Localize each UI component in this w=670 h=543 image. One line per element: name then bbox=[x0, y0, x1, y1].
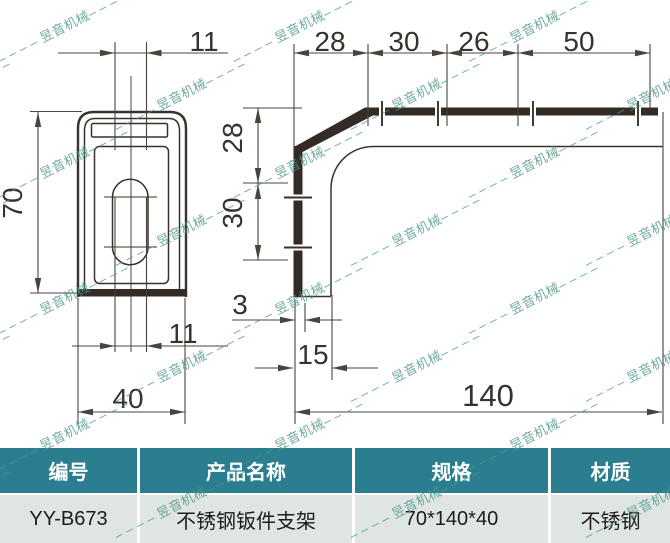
dim-side-seg-28: 28 bbox=[314, 26, 345, 57]
spec-table-header-row: 编号 产品名称 规格 材质 bbox=[0, 448, 670, 493]
dim-front-slot-top: 11 bbox=[189, 26, 218, 57]
value-material: 不锈钢 bbox=[551, 495, 670, 543]
spec-table-value-row: YY-B673 不锈钢钣件支架 70*140*40 不锈钢 bbox=[0, 495, 670, 543]
side-view bbox=[284, 101, 663, 298]
drawing-canvas: 11 70 11 40 bbox=[0, 26, 664, 424]
dim-side-thickness: 3 bbox=[232, 289, 248, 320]
header-specification: 规格 bbox=[355, 448, 548, 493]
front-view-dimensions: 11 70 11 40 bbox=[0, 26, 228, 424]
header-product-name: 产品名称 bbox=[140, 448, 352, 493]
spec-table: 编号 产品名称 规格 材质 YY-B673 不锈钢钣件支架 70*140*40 … bbox=[0, 448, 670, 543]
dim-side-length: 140 bbox=[462, 378, 514, 413]
dim-side-seg-30: 30 bbox=[388, 26, 419, 57]
dim-side-v-28: 28 bbox=[217, 122, 248, 153]
front-view bbox=[76, 76, 188, 352]
value-part-number: YY-B673 bbox=[0, 495, 137, 543]
side-view-dimensions: 28 30 26 50 28 30 bbox=[217, 26, 664, 424]
dim-side-foot: 15 bbox=[297, 339, 328, 370]
dim-front-height: 70 bbox=[0, 187, 28, 218]
dim-side-v-30: 30 bbox=[217, 197, 248, 228]
dim-front-slot-bottom: 11 bbox=[168, 318, 197, 349]
value-specification: 70*140*40 bbox=[355, 495, 548, 543]
dim-side-seg-26: 26 bbox=[458, 26, 489, 57]
header-part-number: 编号 bbox=[0, 448, 137, 493]
dim-side-seg-50: 50 bbox=[563, 26, 594, 57]
header-material: 材质 bbox=[551, 448, 670, 493]
dim-front-width: 40 bbox=[112, 383, 143, 414]
technical-drawing: 11 70 11 40 bbox=[0, 26, 664, 424]
value-product-name: 不锈钢钣件支架 bbox=[140, 495, 352, 543]
